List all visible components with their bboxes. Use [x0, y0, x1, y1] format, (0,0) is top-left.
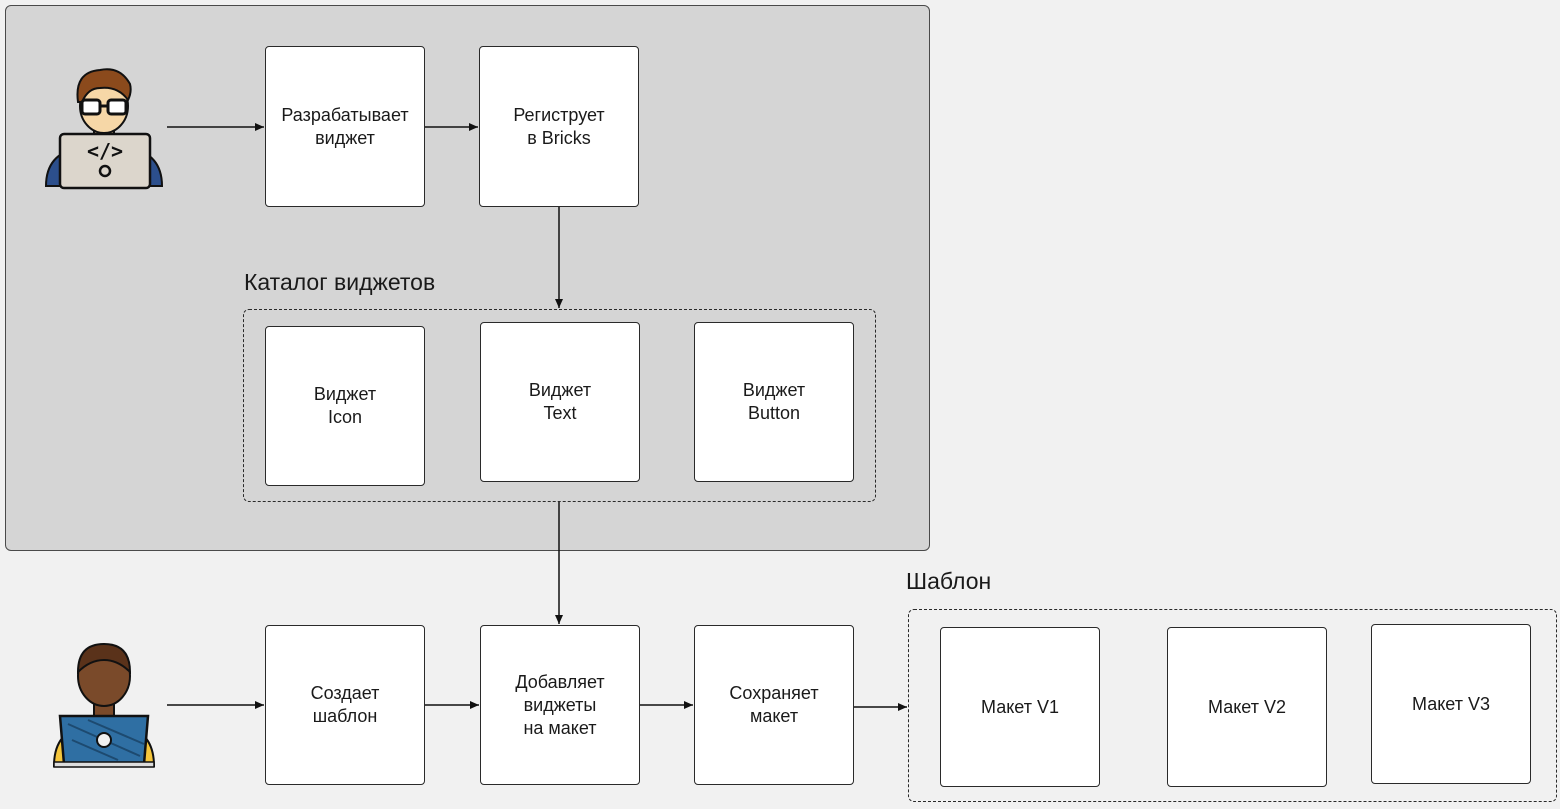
creates-template-step: Создает шаблон — [265, 625, 425, 785]
template-title: Шаблон — [906, 568, 992, 594]
layout-v1-card: Макет V1 — [940, 627, 1100, 787]
develops-widget-step: Разрабатывает виджет — [265, 46, 425, 207]
saves-layout-step: Сохраняет макет — [694, 625, 854, 785]
template-group — [908, 609, 1557, 802]
adds-widgets-step: Добавляет виджеты на макет — [480, 625, 640, 785]
svg-text:</>: </> — [87, 139, 123, 163]
widget-text-card: Виджет Text — [480, 322, 640, 482]
layout-v3-card: Макет V3 — [1371, 624, 1531, 784]
registers-in-bricks-step: Региструет в Bricks — [479, 46, 639, 207]
developer-with-laptop-icon: </> — [44, 68, 164, 190]
layout-v2-card: Макет V2 — [1167, 627, 1327, 787]
designer-with-laptop-icon — [52, 642, 156, 768]
widget-button-card: Виджет Button — [694, 322, 854, 482]
widget-icon-card: Виджет Icon — [265, 326, 425, 486]
widget-catalog-group — [243, 309, 876, 502]
catalog-title: Каталог виджетов — [244, 269, 436, 295]
